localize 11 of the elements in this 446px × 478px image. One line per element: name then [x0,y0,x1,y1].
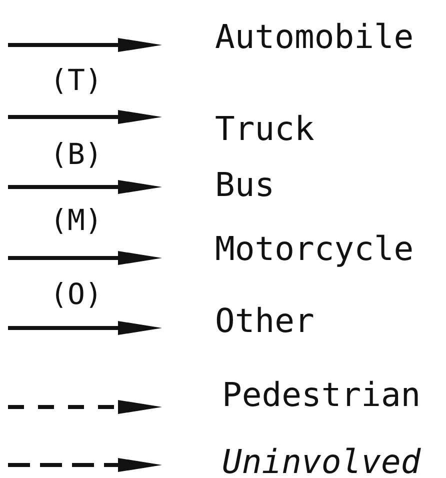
legend-label: Uninvolved [222,445,421,478]
legend-label: Bus [215,168,275,201]
legend-label: Motorcycle [215,232,414,265]
vehicle-code: (O) [50,280,102,309]
legend-label: Automobile [215,20,414,53]
vehicle-code: (T) [50,66,102,95]
legend-label: Other [215,304,314,337]
vehicle-code: (M) [50,206,102,235]
legend-label: Truck [215,112,314,145]
vehicle-code: (B) [50,140,102,169]
legend-label: Pedestrian [222,378,421,411]
